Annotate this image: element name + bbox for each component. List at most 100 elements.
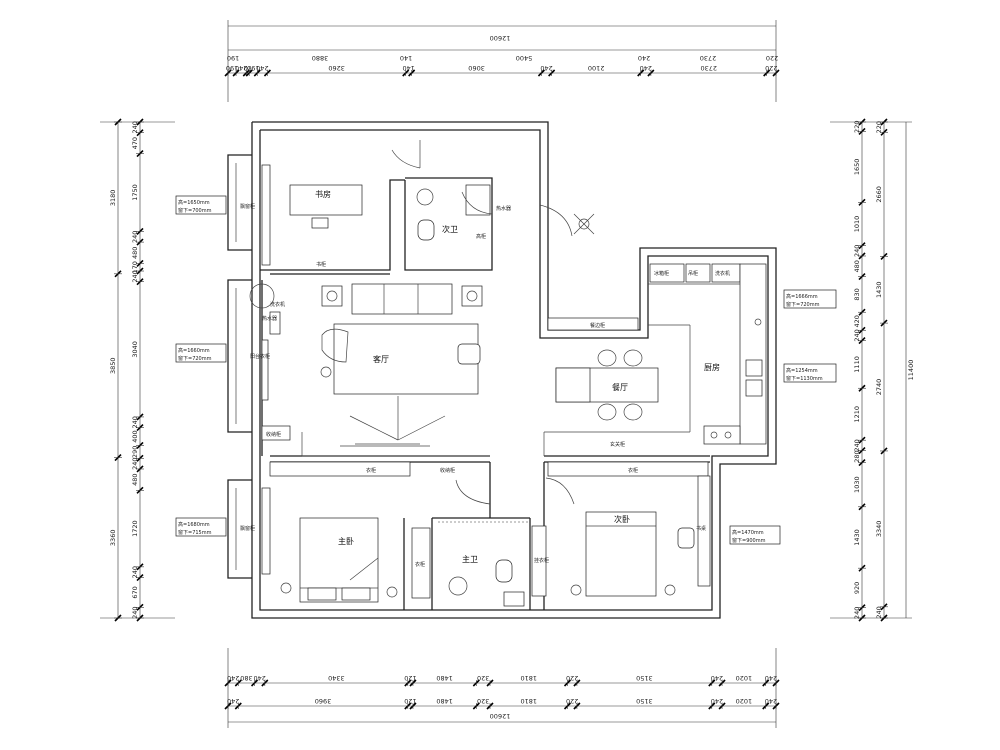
dim-text: 380 [240,674,252,682]
dim-text: 5400 [516,54,533,62]
washer-label: 洗衣机 [270,301,285,308]
top-dimensions: 12600 3880 5400 2730 190 140 240 220 190… [224,20,780,102]
dim-text: 3260 [328,64,345,72]
window-master-h: 高=1680mm [178,521,210,528]
armchair [321,328,349,363]
right-dim-rows: 2201650101024048083042024011101210240280… [853,118,888,622]
dim-text: 830 [853,288,861,300]
dim-text: 240 [131,566,139,578]
dim-text: 240 [853,329,861,341]
walls [227,121,777,619]
second-desk-label: 书桌 [696,525,706,532]
dim-text: 240 [875,606,883,618]
dim-text: 400 [131,430,139,442]
dim-text: 1720 [131,520,139,537]
master-wardrobe-label: 衣柜 [366,467,376,474]
dim-text: 480 [131,473,139,485]
dim-text: 240 [853,607,861,619]
room-dining: 餐厅 [612,383,628,392]
dim-text: 320 [477,674,489,682]
window-living-h: 高=1660mm [178,347,210,354]
dim-text: 240 [131,416,139,428]
dim-text: 190 [247,64,259,72]
left-dim-rows: 2404701750240480170240304024040029024048… [109,118,144,622]
dim-text: 240 [711,674,723,682]
room-master-bath: 主卫 [462,554,478,564]
dim-text: 1030 [853,476,861,493]
fridge [649,263,685,283]
dim-text: 2730 [700,64,717,72]
dim-text: 2740 [875,379,883,396]
dim-text: 3180 [109,190,117,207]
window-master-s: 窗下=715mm [178,529,212,536]
dim-text: 120 [404,697,416,705]
dim-text: 240 [256,64,268,72]
dim-text: 190 [227,54,239,62]
dim-text: 140 [400,54,412,62]
window-notes: 高=1650mm 窗下=700mm 高=1660mm 窗下=720mm 高=16… [175,195,837,545]
dim-text: 240 [131,606,139,618]
dim-text: 220 [566,674,578,682]
window-study-h: 高=1650mm [178,199,210,206]
dim-text: 220 [566,697,578,705]
dim-text: 3960 [315,697,332,705]
water-heater-note: 热水器 [496,205,511,212]
dim-text: 240 [131,457,139,469]
dim-text: 220 [853,121,861,133]
dim-text: 480 [131,247,139,259]
dim-text: 1210 [853,406,861,423]
second-wardrobe [547,461,709,477]
dim-text: 3360 [109,530,117,547]
nightstand-lamp [280,582,292,594]
washer-icon [249,283,275,309]
dim-text: 1810 [520,674,537,682]
dim-text: 1010 [853,216,861,233]
dim-text: 240 [711,697,723,705]
kitchen-cabinet-label: 吊柜 [688,270,698,277]
dim-text: 140 [402,64,414,72]
dim-text: 2100 [588,64,605,72]
bottom-total-dim: 12600 [490,712,511,720]
ceiling-fan [573,213,595,235]
dim-text: 2730 [700,54,717,62]
dim-text: 170 [131,261,139,273]
dim-text: 420 [853,315,861,327]
dim-text: 280 [853,450,861,462]
cooktop [703,425,741,445]
study-bay-cabinet [261,164,271,266]
counter-right [739,263,767,445]
second-bath-note: 高柜 [476,233,486,240]
dim-text: 920 [853,582,861,594]
window-kitchen-mid-s: 窗下=1130mm [786,375,823,382]
master-storage-label: 收纳柜 [440,467,455,474]
door-arc [391,149,421,169]
side-table-left [321,285,343,307]
dim-text: 1750 [131,184,139,201]
window-living-s: 窗下=720mm [178,355,212,362]
dim-text: 240 [853,245,861,257]
window-kitchen-top-s: 窗下=720mm [786,301,820,308]
laundry-cabinet-label: 阳台衣柜 [250,353,270,360]
study-cabinet-label: 书柜 [316,261,326,268]
dim-text: 240 [131,231,139,243]
second-bed [585,511,657,597]
master-bay-label: 飘窗柜 [240,525,255,532]
dim-text: 240 [227,674,239,682]
master-toilet [495,559,513,583]
basin [416,188,434,206]
second-wardrobe-label: 衣柜 [628,467,638,474]
dining-bench [555,367,591,403]
dim-text: 240 [227,697,239,705]
dim-text: 1650 [853,159,861,176]
room-second-bed: 次卧 [614,514,630,524]
dim-text: 3340 [875,521,883,538]
fridge-label: 冰箱柜 [654,270,669,277]
dim-text: 3150 [636,674,653,682]
dim-text: 240 [765,674,777,682]
room-labels: 书房 次卫 客厅 餐厅 厨房 主卧 主卫 次卧 [315,189,720,564]
ottoman [457,343,481,365]
window-second-h: 高=1470mm [732,529,764,536]
dim-text: 2660 [875,186,883,203]
